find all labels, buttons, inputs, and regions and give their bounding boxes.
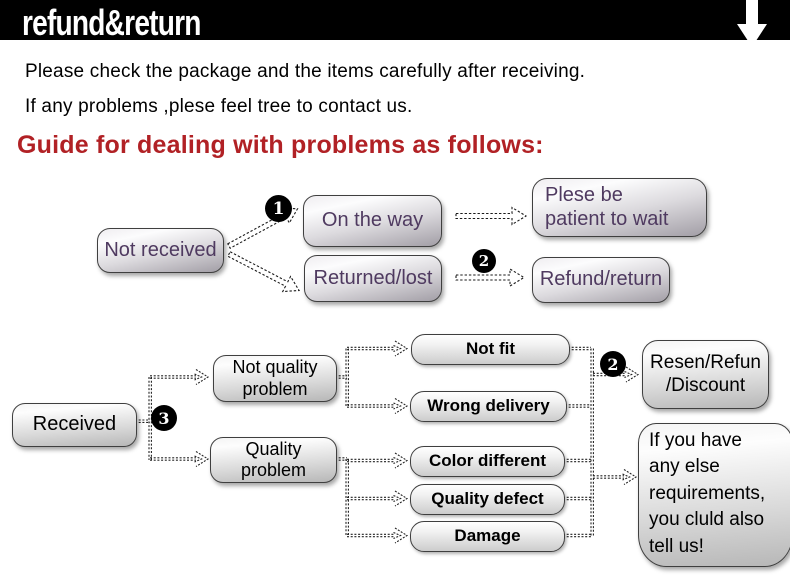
node-returned-lost: Returned/lost bbox=[304, 255, 442, 302]
arrowheads bbox=[194, 340, 640, 544]
node-quality-problem: Quality problem bbox=[210, 437, 337, 483]
header-bar: refund&return bbox=[0, 0, 790, 43]
node-any-else-note: If you have any else requirements, you c… bbox=[638, 423, 790, 567]
node-resen-refund-discount: Resen/Refun /Discount bbox=[642, 340, 769, 409]
node-not-received: Not received bbox=[97, 228, 224, 273]
node-patient-wait: Plese be patient to wait bbox=[532, 178, 707, 237]
node-not-quality-problem: Not quality problem bbox=[213, 355, 337, 402]
down-arrow-icon bbox=[737, 0, 767, 47]
node-refund-return: Refund/return bbox=[532, 257, 670, 303]
node-damage: Damage bbox=[410, 521, 565, 552]
node-color-different: Color different bbox=[410, 446, 565, 477]
guide-heading: Guide for dealing with problems as follo… bbox=[17, 131, 544, 159]
intro-line-2: If any problems ,plese feel tree to cont… bbox=[25, 96, 413, 117]
node-received: Received bbox=[12, 403, 137, 447]
badge-1: 1 bbox=[265, 195, 292, 222]
node-quality-defect: Quality defect bbox=[410, 484, 565, 515]
page-title: refund&return bbox=[22, 2, 201, 43]
node-on-the-way: On the way bbox=[303, 195, 442, 247]
intro-line-1: Please check the package and the items c… bbox=[25, 61, 586, 82]
node-wrong-delivery: Wrong delivery bbox=[410, 391, 567, 422]
badge-2-resen: 2 bbox=[600, 351, 626, 377]
badge-2-refund: 2 bbox=[472, 249, 496, 273]
node-not-fit: Not fit bbox=[411, 334, 570, 365]
badge-3: 3 bbox=[151, 405, 177, 431]
